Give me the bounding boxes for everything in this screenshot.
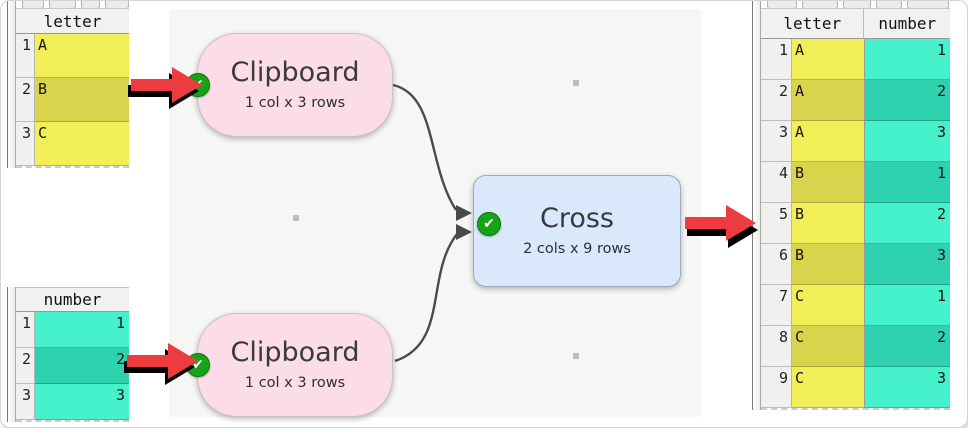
column-header-letter[interactable]: letter — [761, 8, 864, 39]
cell-letter[interactable]: C — [792, 285, 864, 326]
cell-letter[interactable]: C — [792, 367, 864, 408]
cell-number[interactable]: 1 — [864, 285, 950, 326]
toolbar-button-fragment[interactable] — [105, 1, 129, 8]
toolbar-fragment — [761, 1, 950, 8]
node-title: Clipboard — [230, 337, 360, 369]
row-number[interactable]: 4 — [761, 162, 792, 203]
node-size-label: 2 cols x 9 rows — [523, 241, 631, 258]
row-number[interactable]: 2 — [761, 80, 792, 121]
cell-letter[interactable]: C — [35, 122, 129, 166]
row-number[interactable]: 9 — [761, 367, 792, 408]
pane-splitter[interactable] — [7, 287, 16, 422]
cell-letter[interactable]: B — [792, 244, 864, 285]
cell-letter[interactable]: B — [792, 203, 864, 244]
row-number[interactable]: 1 — [16, 34, 35, 78]
node-size-label: 1 col x 3 rows — [244, 95, 346, 112]
row-number[interactable]: 3 — [16, 384, 35, 420]
column-header-number[interactable]: number — [863, 8, 950, 39]
row-number[interactable]: 2 — [16, 348, 35, 384]
row-number[interactable]: 7 — [761, 285, 792, 326]
column-header-number[interactable]: number — [16, 287, 129, 312]
row-number[interactable]: 1 — [16, 312, 35, 348]
toolbar-button-fragment[interactable] — [49, 1, 77, 8]
row-number[interactable]: 1 — [761, 39, 792, 80]
node-title: Cross — [539, 203, 614, 235]
status-ok-icon: ✔ — [477, 212, 501, 236]
node-title: Clipboard — [230, 57, 360, 89]
table-cut-edge — [761, 408, 950, 410]
node-cross[interactable]: Cross 2 cols x 9 rows ✔ — [473, 175, 681, 287]
node-clipboard-bottom[interactable]: Clipboard 1 col x 3 rows ✔ — [186, 313, 393, 417]
cell-number[interactable]: 3 — [864, 244, 950, 285]
node-clipboard-top[interactable]: Clipboard 1 col x 3 rows ✔ — [186, 33, 393, 137]
cell-letter[interactable]: A — [792, 121, 864, 162]
cell-number[interactable]: 2 — [864, 203, 950, 244]
toolbar-button-fragment[interactable] — [907, 1, 949, 8]
canvas-grid-dot — [293, 215, 299, 221]
row-number[interactable]: 2 — [16, 78, 35, 122]
cell-letter[interactable]: B — [35, 78, 129, 122]
row-number[interactable]: 5 — [761, 203, 792, 244]
cell-number[interactable]: 3 — [864, 367, 950, 408]
canvas-grid-dot — [573, 80, 579, 86]
row-number[interactable]: 3 — [16, 122, 35, 166]
toolbar-button-fragment[interactable] — [876, 1, 902, 8]
pane-splitter[interactable] — [752, 1, 761, 410]
node-size-label: 1 col x 3 rows — [244, 375, 346, 392]
status-ok-icon: ✔ — [186, 353, 210, 377]
row-number[interactable]: 6 — [761, 244, 792, 285]
table-cut-edge — [16, 420, 129, 422]
toolbar-button-fragment[interactable] — [767, 1, 797, 8]
cell-number[interactable]: 1 — [864, 39, 950, 80]
toolbar-fragment — [16, 1, 129, 8]
cell-number[interactable]: 3 — [864, 121, 950, 162]
cell-number[interactable]: 1 — [864, 162, 950, 203]
canvas-grid-dot — [573, 353, 579, 359]
cell-letter[interactable]: A — [792, 80, 864, 121]
cell-letter[interactable]: A — [35, 34, 129, 78]
cell-number[interactable]: 3 — [35, 384, 129, 420]
toolbar-button-fragment[interactable] — [22, 1, 45, 8]
toolbar-button-fragment[interactable] — [81, 1, 101, 8]
cell-letter[interactable]: A — [792, 39, 864, 80]
pane-splitter[interactable] — [7, 1, 16, 168]
status-ok-icon: ✔ — [186, 73, 210, 97]
row-number[interactable]: 3 — [761, 121, 792, 162]
cell-letter[interactable]: C — [792, 326, 864, 367]
cell-number[interactable]: 2 — [35, 348, 129, 384]
toolbar-button-fragment[interactable] — [802, 1, 838, 8]
cell-letter[interactable]: B — [792, 162, 864, 203]
toolbar-button-fragment[interactable] — [843, 1, 871, 8]
column-header-letter[interactable]: letter — [16, 8, 129, 34]
row-number[interactable]: 8 — [761, 326, 792, 367]
cell-number[interactable]: 2 — [864, 80, 950, 121]
cell-number[interactable]: 2 — [864, 326, 950, 367]
cell-number[interactable]: 1 — [35, 312, 129, 348]
table-cut-edge — [16, 166, 129, 168]
